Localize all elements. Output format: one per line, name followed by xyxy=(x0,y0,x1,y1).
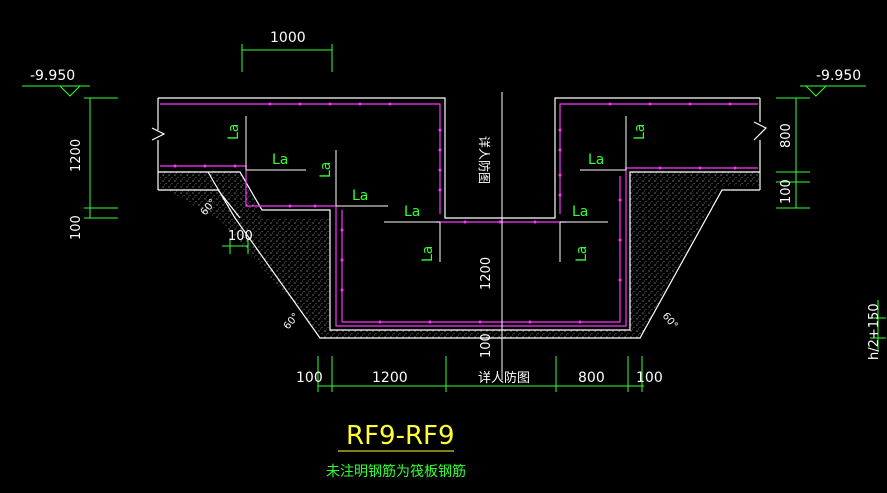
lap-leaders xyxy=(245,116,627,262)
dim-bottom-100-b: 100 xyxy=(636,370,663,386)
dim-right-800: 800 xyxy=(779,123,794,148)
rebar-dots xyxy=(173,102,737,324)
rebar-mid-left xyxy=(160,165,758,327)
section-note: 未注明钢筋为筏板钢筋 xyxy=(326,463,466,480)
lap-label-1: La xyxy=(226,124,242,140)
lap-label-9: La xyxy=(588,152,604,168)
dim-bottom-1200: 1200 xyxy=(372,370,408,386)
lap-label-8: La xyxy=(574,246,590,262)
elevation-right: -9.950 xyxy=(816,68,861,84)
dim-center-100: 100 xyxy=(479,333,494,358)
dim-bottom-100-a: 100 xyxy=(296,370,323,386)
elevation-marker-left xyxy=(58,85,82,97)
cushion-right xyxy=(628,170,760,336)
angle-label-3: 60° xyxy=(660,311,680,332)
elevation-left: -9.950 xyxy=(30,68,75,84)
lap-label-7: La xyxy=(572,204,588,220)
dim-inner-depth: 1200 xyxy=(479,257,494,290)
concrete-outline xyxy=(151,97,768,339)
section-title: RF9-RF9 xyxy=(346,421,455,451)
rebar-top-left xyxy=(160,103,441,214)
dim-left-100: 100 xyxy=(69,215,84,240)
dim-right-note: h/2+150 xyxy=(867,303,882,360)
rebar-inner-bottom xyxy=(342,176,621,323)
cushion-left xyxy=(160,170,330,334)
dimension-lines xyxy=(22,44,886,452)
lap-label-2: La xyxy=(272,152,288,168)
dim-bottom-ref: 详人防图 xyxy=(478,370,530,386)
lap-label-5: La xyxy=(404,204,420,220)
lap-label-10: La xyxy=(632,124,648,140)
cushion-bottom xyxy=(320,330,642,338)
dim-left-offset: 100 xyxy=(228,229,253,244)
lap-label-4: La xyxy=(352,188,368,204)
dim-left-1200: 1200 xyxy=(69,139,84,172)
lap-label-6: La xyxy=(420,246,436,262)
angle-label-2: 60° xyxy=(282,311,302,332)
rebar-top-right xyxy=(559,103,758,214)
elevation-marker-right xyxy=(804,85,828,97)
dim-bottom-800: 800 xyxy=(578,370,605,386)
vertical-ref-label: 详人防图 xyxy=(477,136,492,184)
dim-top-width: 1000 xyxy=(270,30,306,46)
lap-label-3: La xyxy=(318,162,334,178)
dim-right-100: 100 xyxy=(779,179,794,204)
